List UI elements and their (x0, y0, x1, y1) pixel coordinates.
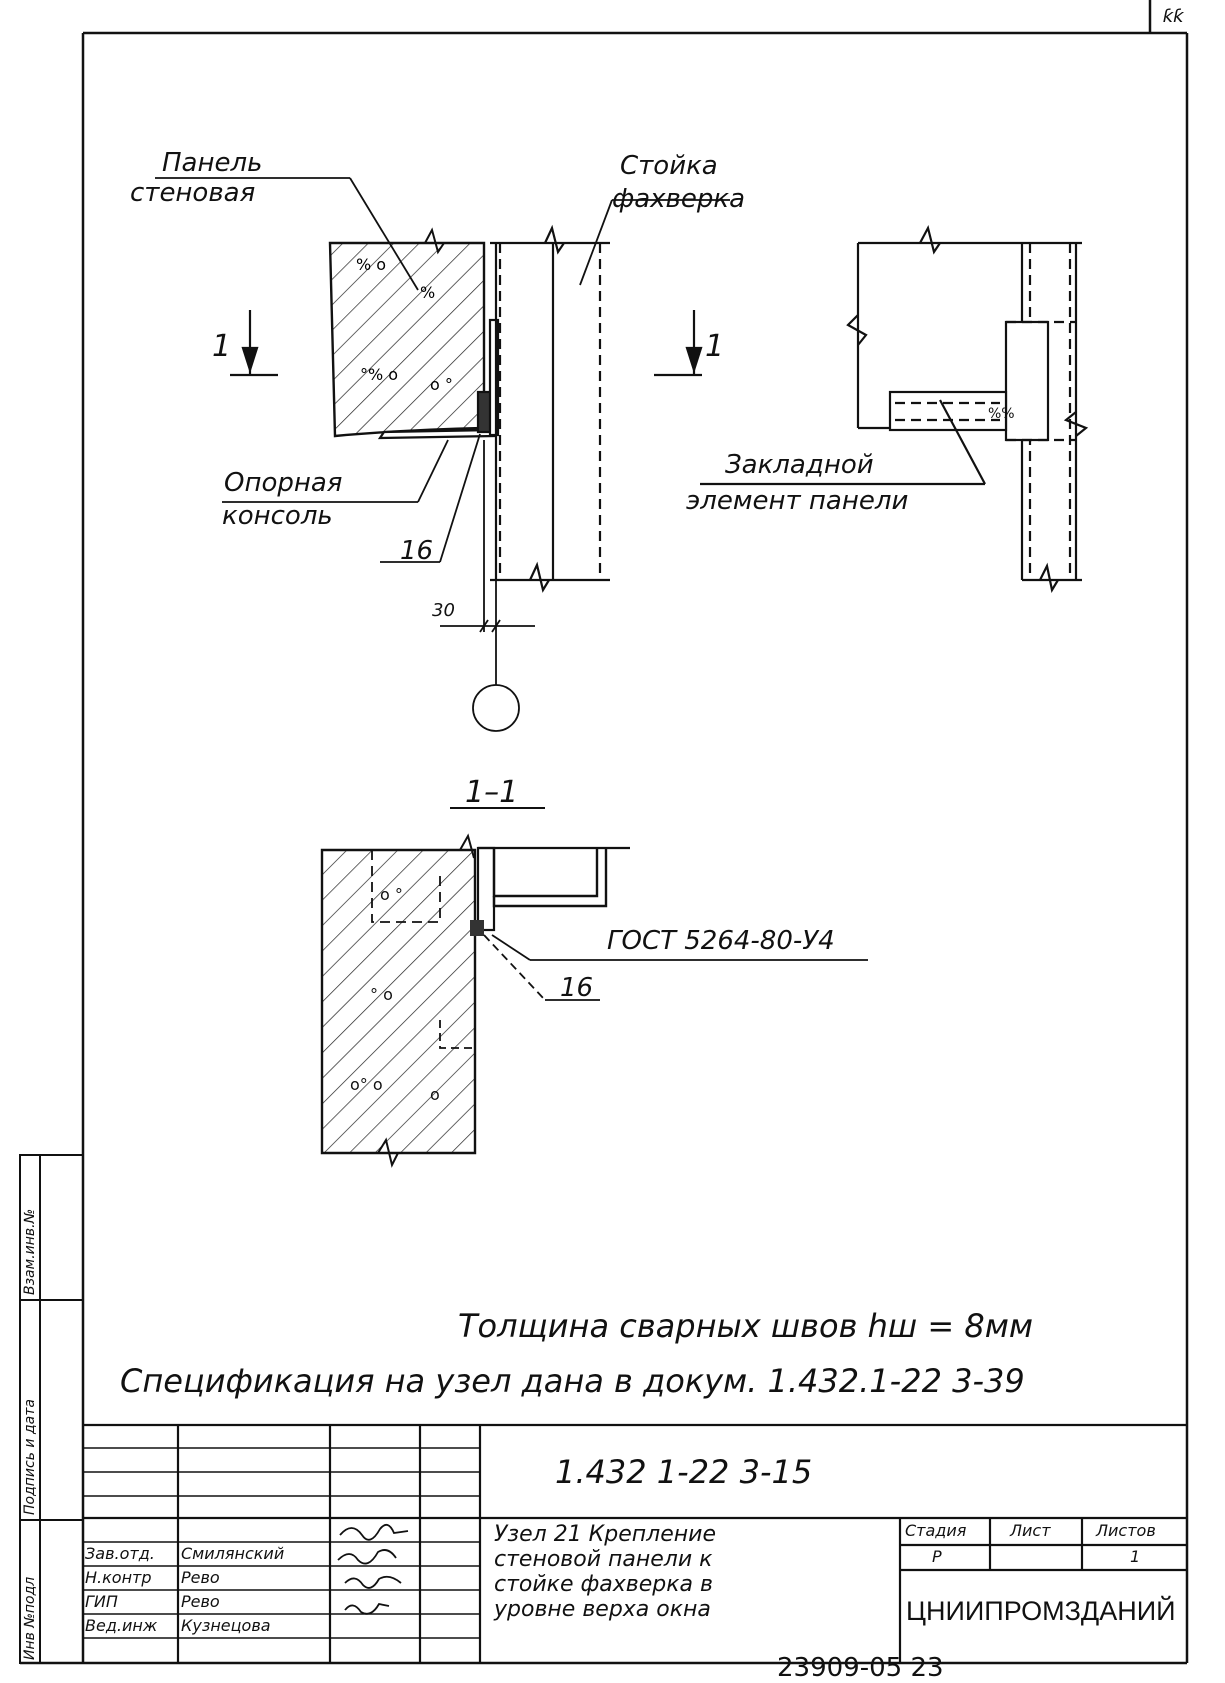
role-lead-engineer: Вед.инж (85, 1616, 158, 1635)
sheets-value: 1 (1130, 1547, 1141, 1566)
svg-text:%%: %% (988, 406, 1015, 422)
svg-text:% o: % o (356, 255, 386, 274)
embedded-element-view: %% (700, 224, 1089, 593)
drawing-title-line1: Узел 21 Крепление (494, 1522, 716, 1547)
label-support-console-line1: Опорная (224, 468, 343, 498)
role-norm-control: Н.контр (85, 1568, 152, 1587)
cut-label-right: 1 (705, 329, 725, 364)
dimension-30 (440, 440, 535, 732)
stamp-signature-date: Подпись и дата (22, 1399, 38, 1515)
footer-number: 23909-05 23 (777, 1653, 944, 1683)
drawing-title-line2: стеновой панели к (494, 1547, 713, 1572)
cut-label-left: 1 (212, 329, 232, 364)
column-sheet-header: Лист (1010, 1521, 1051, 1540)
node-reference-circle (472, 684, 520, 732)
note-specification: Спецификация на узел дана в докум. 1.432… (120, 1362, 1025, 1400)
label-support-console-line2: консоль (222, 501, 333, 531)
weld-label-16-section: 16 (560, 973, 594, 1003)
name-norm-control: Рево (181, 1568, 220, 1587)
title-block-grid (83, 1423, 1187, 1663)
note-weld-thickness: Толщина сварных швов hш = 8мм (458, 1307, 1033, 1345)
role-chief-engineer: ГИП (85, 1592, 118, 1611)
weld-label-16-top: 16 (400, 536, 434, 566)
break-line-top-left (424, 227, 445, 255)
name-chief-engineer: Рево (181, 1592, 220, 1611)
cut-markers (230, 310, 703, 377)
gost-label: ГОСТ 5264-80-У4 (607, 926, 835, 956)
label-wall-panel-line1: Панель (162, 148, 263, 178)
label-embedded-element-line1: Закладной (725, 450, 874, 480)
column-stage-header: Стадия (905, 1521, 967, 1540)
drawing-title-line3: стойке фахверка в (494, 1572, 713, 1597)
side-stamp-column (19, 1154, 84, 1664)
drawing-title-line4: уровне верха окна (494, 1597, 711, 1622)
stamp-inv-original: Инв №подл (22, 1576, 38, 1660)
document-code: 1.432 1-22 3-15 (555, 1453, 813, 1491)
name-head-of-dept: Смилянский (181, 1544, 285, 1563)
signature-marks (337, 1523, 409, 1615)
section-1-1: o ° ° o o° o o (320, 807, 868, 1168)
corner-mark: ƙƙ (1163, 6, 1184, 27)
section-title: 1–1 (465, 775, 519, 810)
svg-text:o° o: o° o (350, 1075, 383, 1094)
svg-text:o °: o ° (430, 375, 453, 394)
svg-text:o: o (430, 1085, 440, 1104)
label-post-line2: фахверка (612, 184, 746, 214)
svg-text:°% o: °% o (360, 365, 398, 384)
leader-lines-top (155, 177, 730, 563)
stage-value: Р (932, 1547, 942, 1566)
column-sheets-header: Листов (1096, 1521, 1156, 1540)
svg-text:o °: o ° (380, 885, 403, 904)
label-embedded-element-line2: элемент панели (686, 486, 909, 516)
role-head-of-dept: Зав.отд. (85, 1544, 155, 1563)
dimension-label-30: 30 (432, 600, 455, 621)
organization-name: ЦНИИПРОМЗДАНИЙ (906, 1596, 1176, 1626)
stamp-replaced-inv: Взам.инв.№ (22, 1208, 38, 1295)
name-lead-engineer: Кузнецова (181, 1616, 271, 1635)
sheet-frame (20, 0, 1189, 1665)
svg-text:%: % (420, 283, 435, 302)
svg-text:° o: ° o (370, 985, 393, 1004)
support-console (377, 318, 500, 440)
label-wall-panel-line2: стеновая (130, 178, 256, 208)
column-post-top (490, 224, 610, 593)
label-post-line1: Стойка (620, 151, 718, 181)
